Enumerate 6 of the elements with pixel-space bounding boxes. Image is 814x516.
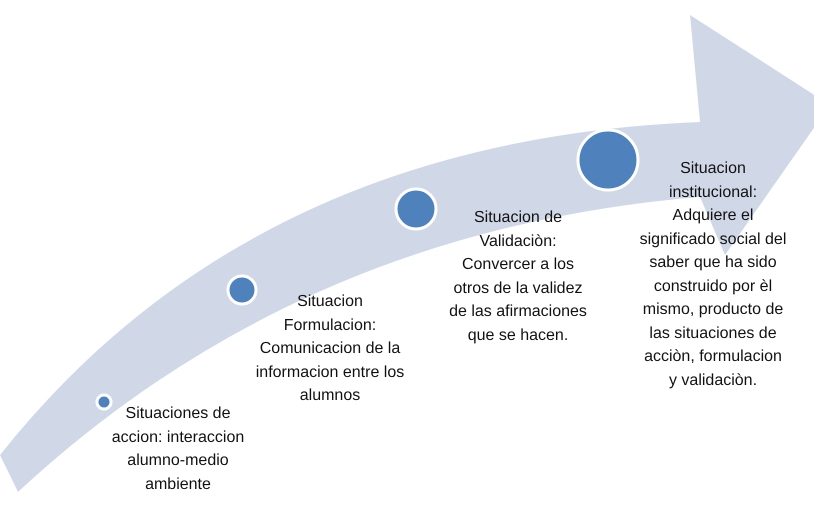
step-description: Situacion Formulacion: Comunicacion de la informacion entre los alumnos: [255, 292, 405, 406]
step-description: Situacion institucional: Adquiere el significado social del saber que ha sido construido por èl mismo, producto de las situaciones de acciòn, formulacion y validaciòn.: [638, 159, 788, 390]
step-description: Situaciones de accion: interaccion alumno-medio ambiente: [110, 404, 246, 494]
step-circle: [94, 392, 114, 412]
step-description: Situacion de Validaciòn: Convercer a los otros de la validez de las afirmaciones que se hacen.: [448, 208, 588, 346]
step-circle: [575, 127, 641, 193]
